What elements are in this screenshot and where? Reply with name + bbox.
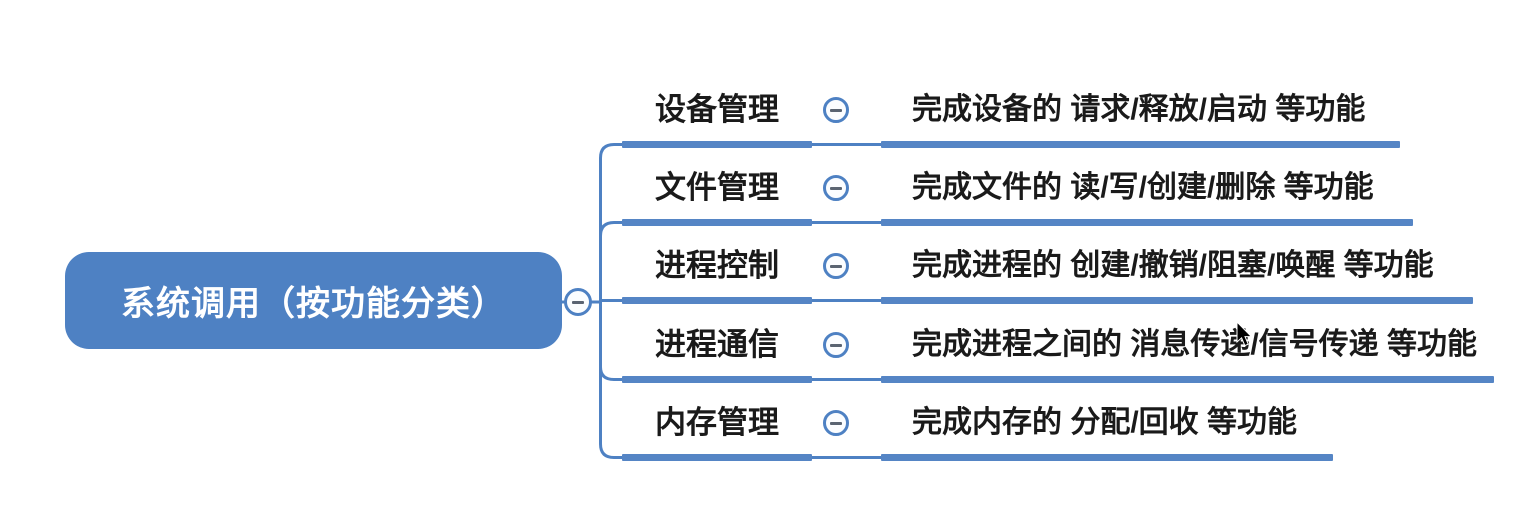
- branch-2-elbow: [599, 221, 622, 237]
- topic-node-device-management[interactable]: 设备管理: [655, 92, 779, 127]
- description-node-device[interactable]: 完成设备的 请求/释放/启动 等功能: [912, 93, 1366, 126]
- branch-2-collapse-button[interactable]: [823, 175, 849, 201]
- topic-node-underline: [622, 219, 812, 226]
- topic-node-underline: [622, 297, 812, 304]
- root-collapse-button[interactable]: [564, 288, 592, 316]
- root-node-label: 系统调用（按功能分类）: [121, 285, 506, 323]
- topic-node-file-management[interactable]: 文件管理: [655, 170, 779, 205]
- branch-1-collapse-button[interactable]: [823, 97, 849, 123]
- description-node-underline: [881, 219, 1413, 226]
- topic-node-memory-management[interactable]: 内存管理: [655, 405, 779, 440]
- topic-node-underline: [622, 454, 812, 461]
- topic-node-process-control[interactable]: 进程控制: [655, 248, 779, 283]
- branch-5-collapse-button[interactable]: [823, 410, 849, 436]
- topic-node-underline: [622, 141, 812, 148]
- description-node-memory[interactable]: 完成内存的 分配/回收 等功能: [912, 406, 1298, 439]
- topic-node-underline: [622, 376, 812, 383]
- description-node-process-control[interactable]: 完成进程的 创建/撤销/阻塞/唤醒 等功能: [912, 249, 1434, 282]
- trunk-line: [599, 143, 622, 459]
- minus-icon: [830, 421, 842, 425]
- description-node-underline: [881, 141, 1400, 148]
- description-node-underline: [881, 376, 1494, 383]
- description-node-underline: [881, 297, 1473, 304]
- branch-4-collapse-button[interactable]: [823, 332, 849, 358]
- branch-3-collapse-button[interactable]: [823, 253, 849, 279]
- minus-icon: [830, 186, 842, 190]
- topic-node-process-communication[interactable]: 进程通信: [655, 327, 779, 362]
- root-node[interactable]: 系统调用（按功能分类）: [65, 252, 562, 349]
- description-node-underline: [881, 454, 1333, 461]
- branch-4-elbow: [599, 366, 622, 381]
- minus-icon: [830, 108, 842, 112]
- minus-icon: [830, 343, 842, 347]
- minus-icon: [830, 264, 842, 268]
- minus-icon: [572, 300, 584, 304]
- description-node-process-communication[interactable]: 完成进程之间的 消息传递/信号传递 等功能: [912, 328, 1478, 361]
- description-node-file[interactable]: 完成文件的 读/写/创建/删除 等功能: [912, 171, 1374, 204]
